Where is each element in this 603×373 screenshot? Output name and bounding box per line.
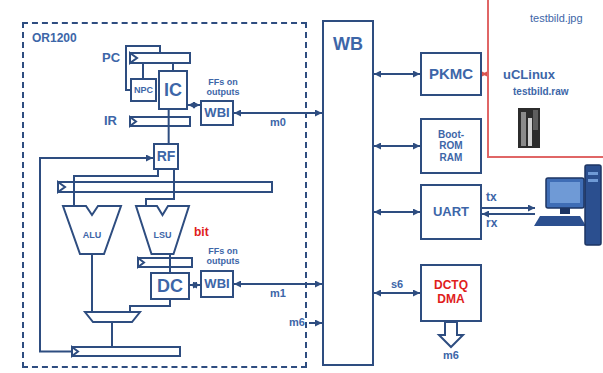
node-label: ALU	[62, 230, 122, 240]
module-box: DCTQ DMA	[420, 264, 482, 322]
module-box: WBI	[200, 270, 234, 298]
photo-detail	[521, 112, 526, 146]
module-box: PKMC	[420, 52, 482, 96]
host-file-box: testbild.jpg uCLinux testbild.raw	[487, 0, 603, 158]
node-label: IC	[164, 80, 182, 101]
wire	[111, 322, 113, 347]
clock-mark	[58, 182, 65, 192]
monitor	[546, 178, 584, 208]
bus-connector	[188, 104, 200, 106]
result-mux	[85, 312, 140, 322]
monitor-stand	[560, 208, 570, 214]
bus-label: m1	[268, 287, 288, 299]
datapath-wire	[168, 110, 170, 143]
node-label: UART	[433, 205, 469, 220]
bus-connector	[374, 211, 420, 213]
node-label: RF	[157, 148, 176, 164]
clock-mark	[130, 53, 137, 63]
clock-mark	[72, 347, 78, 356]
node-label: DCTQ DMA	[430, 279, 472, 307]
lsu-register	[138, 258, 192, 267]
file-label: testbild.raw	[513, 86, 569, 98]
photo-detail	[528, 118, 532, 146]
bus-label: m0	[268, 116, 288, 128]
rx-wire	[482, 213, 535, 215]
module-box: IC	[158, 70, 188, 110]
pipeline-registers	[58, 53, 272, 356]
master-port-arrow	[309, 322, 322, 324]
bus-connector	[234, 112, 322, 114]
clock-mark	[130, 117, 136, 126]
writeback-loop-wire	[40, 158, 153, 352]
bus-connector	[234, 283, 322, 285]
file-label: testbild.jpg	[530, 12, 583, 25]
cpu-region: NPC IC WBI RF ALU LSU DC WBI OR1200	[22, 22, 307, 368]
node-label: WBI	[204, 277, 229, 292]
alu-symbol: LSU	[135, 205, 190, 255]
photo-thumbnail	[518, 108, 540, 148]
drive-slot	[588, 172, 598, 175]
ir-register	[130, 117, 190, 126]
node-label: WB	[333, 34, 363, 55]
signal-label: bit	[194, 226, 209, 239]
bus-connector	[190, 284, 200, 286]
wire	[142, 63, 144, 78]
bus-connector	[374, 292, 420, 294]
signal-label: IR	[104, 114, 117, 128]
pc-register	[130, 53, 190, 63]
signal-label: PC	[102, 51, 120, 65]
module-box: Boot- ROM RAM	[420, 118, 482, 174]
file-label: uCLinux	[503, 68, 555, 83]
clock-mark	[138, 258, 144, 267]
annotation-note: FFs on outputs	[201, 247, 245, 267]
tx-wire	[482, 207, 535, 209]
pipeline-register	[58, 182, 272, 192]
bus-connector	[374, 73, 420, 75]
datapath-wire	[146, 170, 174, 205]
node-label: LSU	[135, 230, 190, 240]
alu-symbol: ALU	[62, 205, 122, 255]
module-box: WBI	[200, 100, 234, 126]
node-label: Boot- ROM RAM	[433, 129, 469, 164]
pc-icon	[534, 165, 601, 245]
alu-shape	[63, 206, 121, 254]
wire	[91, 255, 93, 312]
node-label: PKMC	[429, 65, 473, 82]
module-box: DC	[150, 272, 190, 300]
alu-shape	[136, 206, 189, 254]
node-label: DC	[157, 276, 183, 297]
monitor-screen	[550, 182, 580, 203]
bus-label: s6	[389, 278, 405, 290]
module-box: NPC	[130, 78, 157, 102]
signal-label: m6	[289, 316, 305, 328]
signal-label: tx	[486, 191, 497, 204]
node-label: OR1200	[32, 32, 77, 46]
node-label: WBI	[204, 106, 229, 121]
node-label: NPC	[134, 85, 153, 95]
drive-slot	[588, 179, 598, 182]
writeback-register	[72, 347, 180, 356]
photo-ground	[518, 108, 540, 148]
wire	[172, 63, 174, 70]
module-box: UART	[420, 184, 482, 240]
datapath-wire	[169, 255, 171, 272]
module-box: WB	[322, 20, 374, 366]
dma-master-arrow	[439, 322, 463, 347]
tower	[585, 165, 601, 245]
module-box: RF	[153, 143, 180, 170]
cpu-wiring	[40, 46, 535, 352]
photo-detail	[533, 110, 538, 130]
signal-label: m6	[443, 349, 459, 361]
keyboard	[534, 216, 586, 226]
wire	[130, 300, 170, 312]
bus-connector	[374, 145, 420, 147]
annotation-note: FFs on outputs	[201, 78, 245, 98]
signal-label: rx	[486, 217, 497, 230]
